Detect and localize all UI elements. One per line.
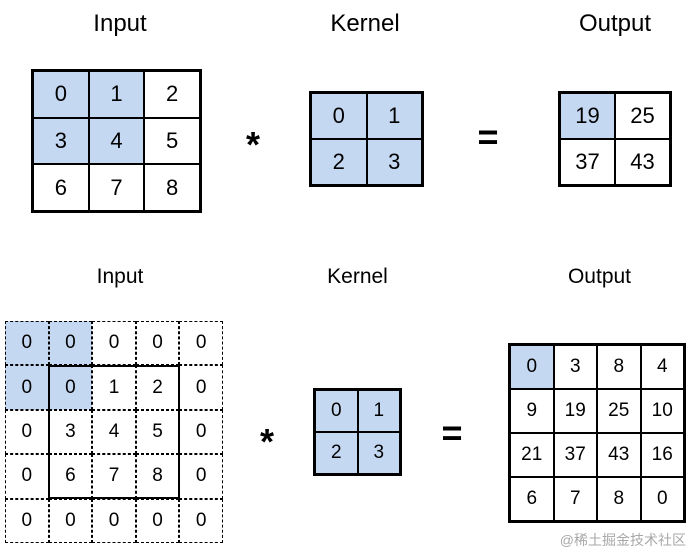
- bottom-input-cell-1-2: 1: [92, 365, 136, 410]
- bottom-input-cell-2-3: 5: [135, 409, 180, 455]
- bottom-output-cell-0-3: 4: [640, 345, 684, 389]
- bottom-kernel-cell-1-1: 3: [357, 432, 400, 474]
- bottom-output-cell-1-3: 10: [640, 389, 684, 433]
- bottom-kernel-cell-0-0: 0: [315, 390, 358, 432]
- watermark: @稀土掘金技术社区: [559, 532, 686, 548]
- bottom-input-cell-2-4: 0: [179, 409, 223, 455]
- bottom-output-cell-3-1: 7: [553, 477, 597, 521]
- bottom-kernel-label: Kernel: [327, 265, 388, 288]
- bottom-input-cell-3-2: 7: [92, 454, 136, 499]
- top-convolution-symbol: *: [245, 124, 260, 165]
- bottom-output-cell-1-2: 25: [597, 389, 641, 433]
- bottom-output-cell-0-0: 0: [510, 345, 554, 389]
- bottom-output-cell-3-3: 0: [640, 477, 684, 521]
- bottom-input-cell-1-3: 2: [135, 365, 180, 410]
- top-input-cell-0-1: 1: [88, 71, 145, 118]
- bottom-output-cell-2-3: 16: [640, 433, 684, 477]
- top-output-cell-0-0: 19: [560, 93, 615, 139]
- bottom-output-cell-3-2: 8: [597, 477, 641, 521]
- bottom-input-cell-2-0: 0: [5, 409, 49, 455]
- top-kernel-cell-1-1: 3: [366, 139, 422, 185]
- bottom-input-cell-0-0: 0: [5, 321, 49, 366]
- bottom-input-cell-2-2: 4: [92, 409, 136, 455]
- top-input-cell-0-2: 2: [144, 71, 200, 118]
- top-input-cell-1-1: 4: [88, 117, 145, 165]
- bottom-input-cell-1-4: 0: [179, 365, 223, 410]
- bottom-output-cell-0-2: 8: [597, 345, 641, 389]
- bottom-input-cell-0-2: 0: [92, 321, 136, 366]
- bottom-input-cell-4-4: 0: [179, 498, 223, 543]
- bottom-input-cell-4-0: 0: [5, 498, 49, 543]
- bottom-input-cell-3-3: 8: [135, 454, 180, 499]
- top-kernel-cell-1-0: 2: [311, 139, 367, 185]
- top-output-cell-1-0: 37: [560, 139, 615, 185]
- bottom-input-cell-3-1: 6: [48, 454, 93, 499]
- bottom-input-cell-4-1: 0: [48, 498, 93, 543]
- top-input-cell-2-2: 8: [144, 164, 200, 211]
- bottom-output-cell-3-0: 6: [510, 477, 554, 521]
- bottom-input-cell-0-4: 0: [179, 321, 223, 366]
- bottom-equals-symbol: =: [441, 412, 463, 453]
- bottom-output-label: Output: [567, 265, 632, 288]
- bottom-input-cell-3-4: 0: [179, 454, 223, 499]
- bottom-input-cell-0-3: 0: [135, 321, 180, 366]
- bottom-input-cell-2-1: 3: [48, 409, 93, 455]
- bottom-kernel-cell-1-0: 2: [315, 432, 358, 474]
- top-input-cell-2-0: 6: [33, 164, 89, 211]
- top-kernel-label: Kernel: [330, 10, 400, 37]
- bottom-output-cell-2-0: 21: [510, 433, 554, 477]
- bottom-output-cell-2-1: 37: [553, 433, 597, 477]
- top-output-label: Output: [578, 10, 652, 37]
- bottom-input-cell-1-1: 0: [48, 365, 93, 410]
- bottom-output-cell-2-2: 43: [597, 433, 641, 477]
- bottom-input-cell-0-1: 0: [48, 321, 93, 366]
- bottom-input-cell-4-3: 0: [135, 498, 180, 543]
- bottom-output-cell-1-1: 19: [553, 389, 597, 433]
- top-kernel-cell-0-0: 0: [311, 93, 367, 139]
- bottom-input-cell-3-0: 0: [5, 454, 49, 499]
- bottom-output-cell-1-0: 9: [510, 389, 554, 433]
- top-equals-symbol: =: [477, 116, 499, 157]
- bottom-input-label: Input: [96, 265, 144, 288]
- bottom-output-cell-0-1: 3: [553, 345, 597, 389]
- top-input-label: Input: [93, 10, 147, 37]
- top-output-cell-1-1: 43: [615, 139, 670, 185]
- top-input-cell-0-0: 0: [33, 71, 89, 118]
- top-input-cell-1-0: 3: [33, 117, 89, 165]
- top-input-cell-1-2: 5: [144, 117, 200, 165]
- top-input-cell-2-1: 7: [88, 164, 145, 211]
- top-kernel-cell-0-1: 1: [366, 93, 422, 139]
- bottom-kernel-cell-0-1: 1: [357, 390, 400, 432]
- bottom-input-cell-1-0: 0: [5, 365, 49, 410]
- bottom-convolution-symbol: *: [259, 421, 274, 462]
- bottom-input-cell-4-2: 0: [92, 498, 136, 543]
- top-output-cell-0-1: 25: [615, 93, 670, 139]
